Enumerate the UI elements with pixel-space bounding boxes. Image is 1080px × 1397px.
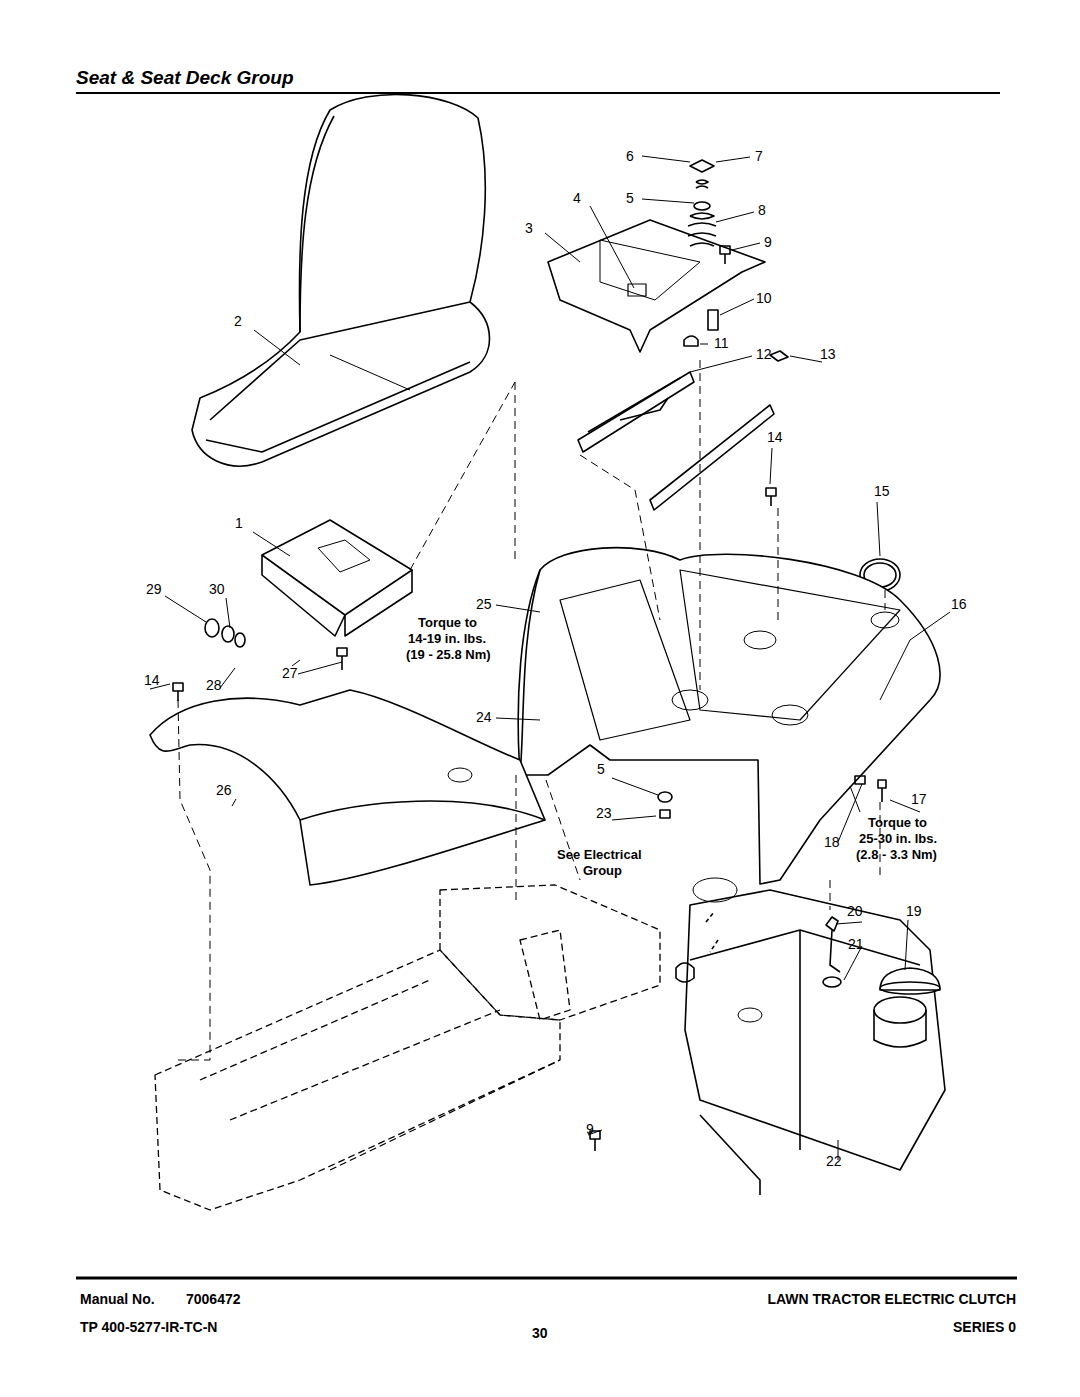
callout-number: 9 [764,235,772,249]
torque-note: Torque to [418,616,477,629]
callout-number: 17 [911,792,927,806]
callout-number: 24 [476,710,492,724]
callout-number: 3 [525,221,533,235]
callout-number: 30 [209,582,225,596]
callout-number: 21 [848,937,864,951]
callout-number: 9 [586,1122,594,1136]
callout-number: 22 [826,1154,842,1168]
callout-number: 14 [144,673,160,687]
callout-number: 23 [596,806,612,820]
torque-note: See Electrical [557,848,642,861]
callout-number: 15 [874,484,890,498]
page-title: Seat & Seat Deck Group [76,68,294,87]
footer-text: Manual No. [80,1292,155,1306]
callout-number: 20 [847,904,863,918]
callout-number: 25 [476,597,492,611]
callout-number: 18 [824,835,840,849]
callout-number: 4 [573,191,581,205]
callout-number: 1 [235,516,243,530]
footer-text: 30 [532,1326,548,1340]
torque-note: (2.8 - 3.3 Nm) [856,848,937,861]
torque-note: 14-19 in. lbs. [408,632,486,645]
callout-number: 19 [906,904,922,918]
callout-number: 5 [597,762,605,776]
callout-number: 10 [756,291,772,305]
callout-number: 7 [755,149,763,163]
footer-text: TP 400-5277-IR-TC-N [80,1320,217,1334]
footer-text: LAWN TRACTOR ELECTRIC CLUTCH [767,1292,1016,1306]
callout-number: 27 [282,666,298,680]
callout-number: 8 [758,203,766,217]
callout-number: 16 [951,597,967,611]
torque-note: Group [583,864,622,877]
callout-number: 26 [216,783,232,797]
footer-text: 7006472 [186,1292,241,1306]
torque-note: (19 - 25.8 Nm) [406,648,491,661]
callout-number: 14 [767,430,783,444]
callout-number: 13 [820,347,836,361]
torque-note: Torque to [868,816,927,829]
callout-number: 2 [234,314,242,328]
callout-number: 6 [626,149,634,163]
callout-number: 28 [206,678,222,692]
callout-number: 12 [756,347,772,361]
callout-number: 5 [626,191,634,205]
callout-number: 11 [714,336,729,350]
torque-note: 25-30 in. lbs. [859,832,937,845]
callout-number: 29 [146,582,162,596]
footer-text: SERIES 0 [953,1320,1016,1334]
